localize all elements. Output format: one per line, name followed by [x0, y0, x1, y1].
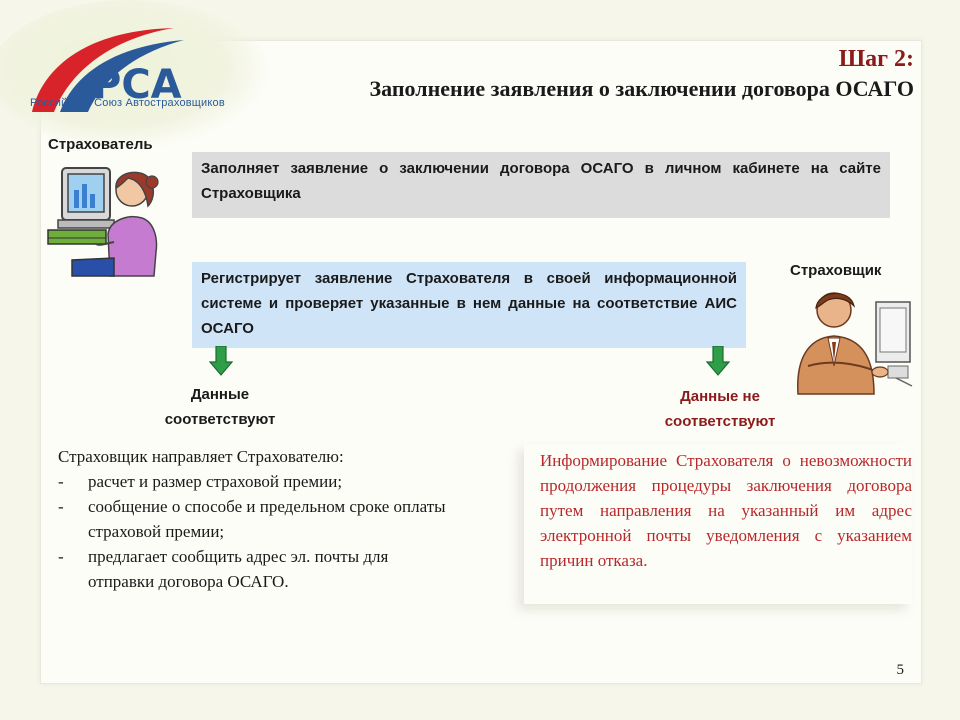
outcome-bad-block: Информирование Страхователя о невозможно… — [524, 444, 912, 604]
insurer-label: Страховщик — [790, 262, 882, 279]
page-number: 5 — [896, 662, 905, 678]
list-item: предлагает сообщить адрес эл. почты для … — [58, 544, 458, 594]
insurer-illustration — [797, 292, 913, 395]
page-title: Заполнение заявления о заключении догово… — [369, 76, 914, 101]
insured-action-box: Заполняет заявление о заключении договор… — [192, 152, 890, 218]
step-title: Шаг 2: — [838, 46, 914, 72]
outcome-bad-label: Данные не соответствуют — [664, 388, 776, 430]
logo-subtitle: Российский Союз Автостраховщиков — [30, 97, 225, 109]
logo-brand: РСА — [92, 62, 182, 108]
outcome-ok-label: Данные соответствуют — [164, 386, 276, 428]
outcome-ok-intro: Страховщик направляет Страхователю: — [58, 447, 344, 466]
outcome-ok-block: Страховщик направляет Страхователю: расч… — [58, 444, 458, 594]
arrow-down-icon — [706, 346, 730, 376]
insured-illustration — [47, 167, 159, 277]
logo-background — [0, 0, 270, 150]
insurer-action-box: Регистрирует заявление Страхователя в св… — [192, 262, 746, 348]
rsa-logo: РСА — [32, 28, 184, 112]
arrow-down-icon — [209, 346, 233, 376]
outcome-ok-list: расчет и размер страховой премии; сообще… — [58, 469, 458, 594]
insured-label: Страхователь — [48, 136, 153, 153]
list-item: расчет и размер страховой премии; — [58, 469, 458, 494]
list-item: сообщение о способе и предельном сроке о… — [58, 494, 458, 544]
